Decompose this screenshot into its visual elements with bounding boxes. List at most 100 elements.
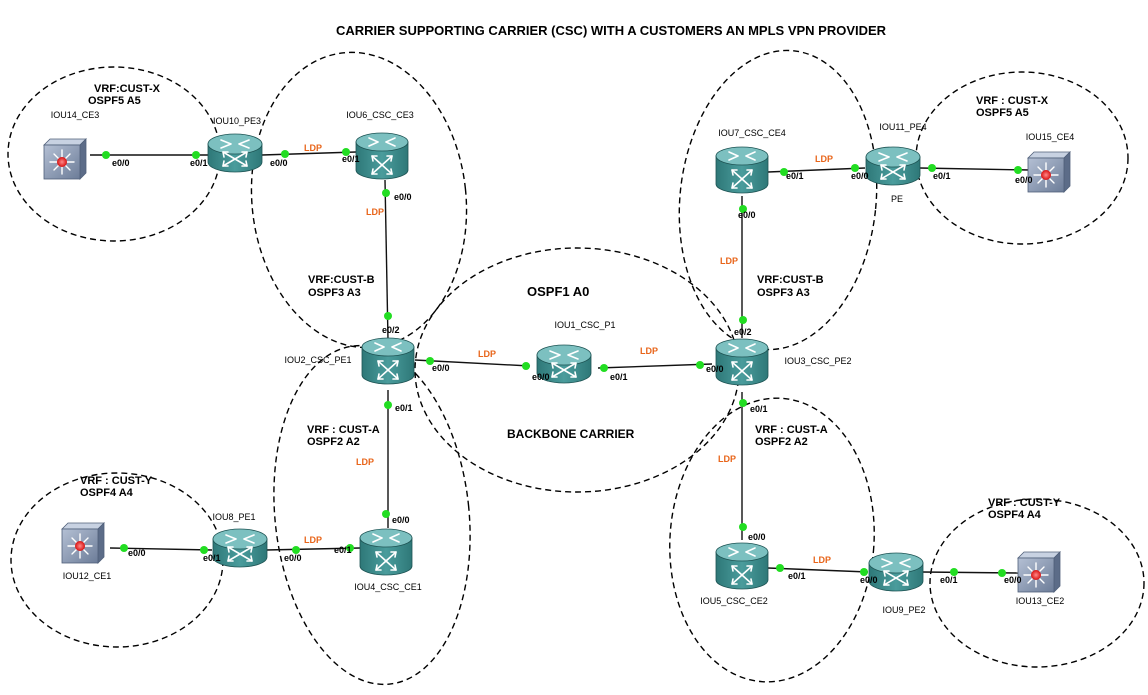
- device-iou3[interactable]: IOU3_CSC_PE2: [715, 338, 852, 386]
- link-iou5-iou9: [767, 567, 869, 573]
- device-iou12[interactable]: IOU12_CE1: [61, 522, 112, 581]
- zone-label: OSPF4 A4: [80, 487, 134, 499]
- zone-label: OSPF5 A5: [976, 107, 1029, 119]
- iface-label: e0/0: [392, 515, 410, 525]
- iface-label: e0/1: [750, 404, 768, 414]
- device-label: IOU7_CSC_CE4: [718, 128, 786, 138]
- link-iou11-iou15: [919, 167, 1031, 171]
- device-iou10[interactable]: IOU10_PE3: [207, 116, 263, 173]
- iface-label: e0/0: [394, 192, 412, 202]
- device-iou1[interactable]: IOU1_CSC_P1: [536, 320, 616, 384]
- ldp-label: LDP: [478, 349, 496, 359]
- zone-labels: VRF:CUST-X OSPF5 A5 VRF:CUST-B OSPF3 A3 …: [80, 83, 1061, 521]
- port-dots: [102, 148, 1022, 577]
- zone-cust-y-right: [929, 498, 1145, 668]
- device-label: IOU6_CSC_CE3: [346, 110, 414, 120]
- device-label: IOU14_CE3: [51, 110, 100, 120]
- iface-label: e0/1: [334, 545, 352, 555]
- zone-label: OSPF5 A5: [88, 95, 141, 107]
- ldp-label: LDP: [718, 454, 736, 464]
- link-iou2-iou1: [414, 359, 531, 367]
- iface-label: e0/0: [860, 575, 878, 585]
- device-label: IOU2_CSC_PE1: [284, 355, 351, 365]
- iface-label: e0/0: [706, 364, 724, 374]
- iface-label: e0/0: [1015, 175, 1033, 185]
- iface-label: e0/1: [786, 171, 804, 181]
- iface-label: e0/1: [940, 575, 958, 585]
- diagram-title: CARRIER SUPPORTING CARRIER (CSC) WITH A …: [336, 23, 887, 38]
- iface-label: e0/0: [112, 158, 130, 168]
- iface-label: e0/2: [734, 327, 752, 337]
- ldp-label: LDP: [366, 207, 384, 217]
- zone-label: OSPF3 A3: [757, 287, 810, 299]
- ldp-label: LDP: [815, 154, 833, 164]
- ldp-label: LDP: [813, 555, 831, 565]
- device-label: IOU13_CE2: [1016, 596, 1065, 606]
- device-iou14[interactable]: IOU14_CE3: [43, 110, 100, 180]
- device-iou9[interactable]: IOU9_PE2: [868, 552, 926, 615]
- iface-label: e0/1: [203, 553, 221, 563]
- link-iou8-iou4: [265, 547, 361, 551]
- zone-label: OSPF1 A0: [527, 284, 589, 299]
- device-label: IOU5_CSC_CE2: [700, 596, 768, 606]
- zone-cust-a-right: [669, 397, 875, 683]
- device-label: IOU11_PE4: [879, 122, 926, 132]
- zone-cust-b-left: [250, 51, 468, 349]
- device-label: IOU1_CSC_P1: [554, 320, 615, 330]
- ldp-label: LDP: [720, 256, 738, 266]
- device-iou13[interactable]: IOU13_CE2: [1016, 551, 1065, 606]
- link-iou1-iou3: [597, 363, 713, 369]
- iface-label: e0/0: [1004, 575, 1022, 585]
- device-iou2[interactable]: IOU2_CSC_PE1: [284, 337, 415, 385]
- iface-label: e0/1: [190, 158, 208, 168]
- iface-label: e0/1: [395, 403, 413, 413]
- device-label: IOU4_CSC_CE1: [354, 582, 422, 592]
- zone-label: VRF:CUST-B: [308, 274, 375, 286]
- device-iou11[interactable]: IOU11_PE4 PE: [865, 122, 927, 204]
- zone-label: OSPF2 A2: [755, 436, 808, 448]
- device-iou15[interactable]: IOU15_CE4: [1026, 132, 1075, 193]
- device-iou5[interactable]: IOU5_CSC_CE2: [700, 542, 769, 606]
- link-iou10-iou6: [261, 151, 357, 156]
- iface-label: e0/1: [788, 571, 806, 581]
- iface-label: e0/2: [382, 325, 400, 335]
- iface-label: e0/0: [432, 363, 450, 373]
- iface-label: e0/0: [270, 158, 288, 168]
- zone-label: VRF : CUST-A: [307, 424, 380, 436]
- iface-label: e0/0: [748, 532, 766, 542]
- zone-label: OSPF2 A2: [307, 436, 360, 448]
- iface-label: e0/0: [738, 210, 756, 220]
- zone-label: VRF : CUST-X: [976, 95, 1049, 107]
- iface-label: e0/1: [933, 171, 951, 181]
- ldp-label: LDP: [304, 535, 322, 545]
- iface-label: e0/0: [532, 372, 550, 382]
- iface-label: e0/1: [342, 154, 360, 164]
- device-label: IOU10_PE3: [213, 116, 261, 126]
- iface-label: e0/0: [128, 548, 146, 558]
- zone-label: VRF : CUST-Y: [988, 497, 1061, 509]
- zone-label: OSPF3 A3: [308, 287, 361, 299]
- device-sublabel: PE: [891, 194, 903, 204]
- zone-label: OSPF4 A4: [988, 509, 1042, 521]
- ldp-label: LDP: [356, 457, 374, 467]
- iface-label: e0/1: [610, 372, 628, 382]
- device-label: IOU15_CE4: [1026, 132, 1075, 142]
- device-iou8[interactable]: IOU8_PE1: [212, 512, 268, 568]
- zone-label: BACKBONE CARRIER: [507, 427, 635, 441]
- zone-label: VRF:CUST-X: [94, 83, 161, 95]
- iface-label: e0/0: [284, 553, 302, 563]
- device-iou6[interactable]: IOU6_CSC_CE3: [346, 110, 414, 180]
- zone-label: VRF : CUST-A: [755, 424, 828, 436]
- zone-cust-a-left: [273, 344, 471, 686]
- interface-labels: e0/0 e0/1 e0/0 e0/1 e0/0 e0/2 e0/0 e0/1 …: [112, 154, 1033, 585]
- device-label: IOU3_CSC_PE2: [784, 356, 851, 366]
- device-iou7[interactable]: IOU7_CSC_CE4: [715, 128, 786, 194]
- device-label: IOU8_PE1: [212, 512, 255, 522]
- zone-label: VRF : CUST-Y: [80, 475, 153, 487]
- device-label: IOU12_CE1: [63, 571, 112, 581]
- iface-label: e0/0: [851, 171, 869, 181]
- ldp-label: LDP: [640, 346, 658, 356]
- zone-label: VRF:CUST-B: [757, 274, 824, 286]
- device-iou4[interactable]: IOU4_CSC_CE1: [354, 528, 422, 592]
